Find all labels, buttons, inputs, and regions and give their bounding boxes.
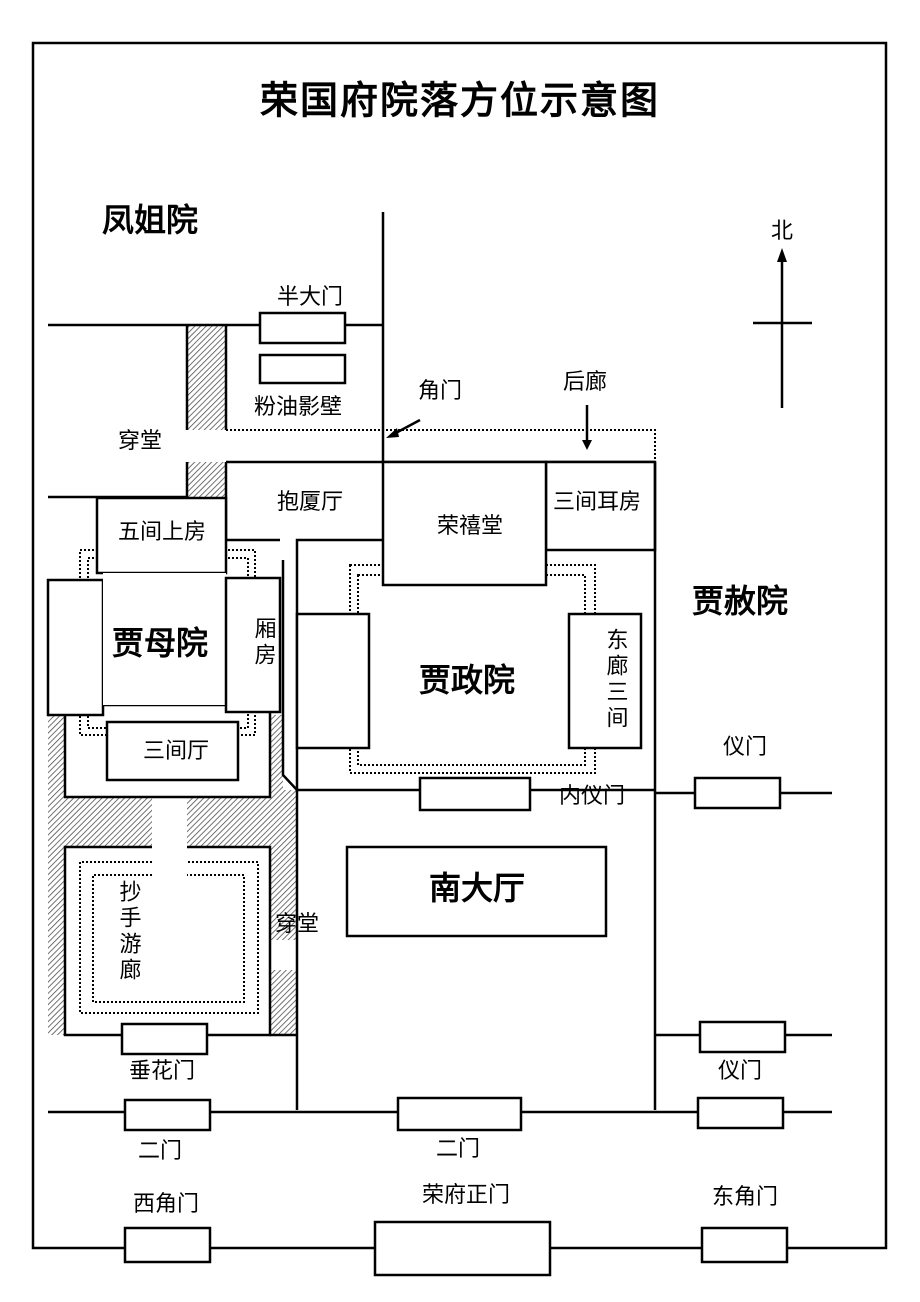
main-gate-label: 荣府正门: [422, 1183, 510, 1208]
hatched-corridor: [187, 462, 226, 498]
back-corridor-label: 后廊: [563, 370, 607, 395]
baosha-hall-label: 抱厦厅: [277, 490, 343, 515]
east-corridor-label: 东廊三间: [603, 628, 629, 732]
second-gate-label: 二门: [436, 1137, 480, 1162]
ceremonial-gate: [698, 1020, 787, 1054]
west-wing: [295, 612, 371, 750]
rongxi-hall: [381, 460, 548, 587]
north-label: 北: [771, 219, 793, 244]
second-gate-east: [696, 1096, 785, 1130]
main-gate: [373, 1220, 552, 1277]
wing-rooms: [224, 576, 282, 714]
south-hall-label: 南大厅: [429, 869, 525, 907]
side-rooms-label: 三间耳房: [553, 490, 641, 515]
north-arrow-icon: [777, 248, 787, 262]
east-corridor-rooms: [567, 612, 643, 750]
second-gate-west: [123, 1098, 212, 1132]
second-gate-label: 二门: [138, 1139, 182, 1164]
banda-gate: [258, 311, 347, 345]
banda-gate-label: 半大门: [277, 285, 343, 310]
screen-wall-label: 粉油影壁: [254, 395, 342, 420]
inner-ceremonial-gate-label: 内仪门: [559, 784, 625, 809]
festooned-gate: [120, 1022, 209, 1056]
veranda-label: 抄手游廊: [116, 880, 142, 984]
back-corridor: [226, 429, 656, 462]
ceremonial-gate: [693, 776, 782, 810]
festooned-gate-label: 垂花门: [129, 1059, 195, 1084]
passage-hall-label: 穿堂: [275, 912, 319, 937]
west-side-room: [46, 578, 105, 717]
south-hall: [345, 845, 608, 938]
jiazheng-courtyard-label: 贾政院: [419, 661, 515, 699]
east-corner-gate: [700, 1226, 789, 1264]
three-bay-hall-label: 三间厅: [143, 739, 209, 764]
arrow-head-icon: [582, 440, 592, 450]
diagram-title: 荣国府院落方位示意图: [260, 79, 660, 123]
ceremonial-gate-label: 仪门: [723, 735, 767, 760]
jiamu-courtyard-label: 贾母院: [112, 624, 208, 662]
passage-hall-label: 穿堂: [118, 429, 162, 454]
fengjie-courtyard-label: 凤姐院: [102, 201, 198, 239]
jiashe-courtyard-label: 贾赦院: [692, 582, 788, 620]
hatched-corridor: [187, 325, 226, 430]
east-corner-gate-label: 东角门: [712, 1185, 778, 1210]
five-bay-main-rooms-label: 五间上房: [118, 520, 206, 545]
west-corner-gate-label: 西角门: [133, 1192, 199, 1217]
second-gate-center: [396, 1096, 523, 1132]
corner-gate-label: 角门: [418, 379, 462, 404]
rongxi-hall-label: 荣禧堂: [437, 514, 503, 539]
wing-rooms-label: 厢房: [251, 617, 277, 669]
ceremonial-gate-label: 仪门: [718, 1059, 762, 1084]
screen-wall: [258, 353, 347, 385]
five-bay-main-rooms: [95, 496, 228, 575]
three-bay-hall: [105, 720, 240, 782]
west-corner-gate: [123, 1226, 212, 1264]
arrow-head-icon: [386, 428, 399, 438]
inner-ceremonial-gate: [418, 776, 532, 812]
